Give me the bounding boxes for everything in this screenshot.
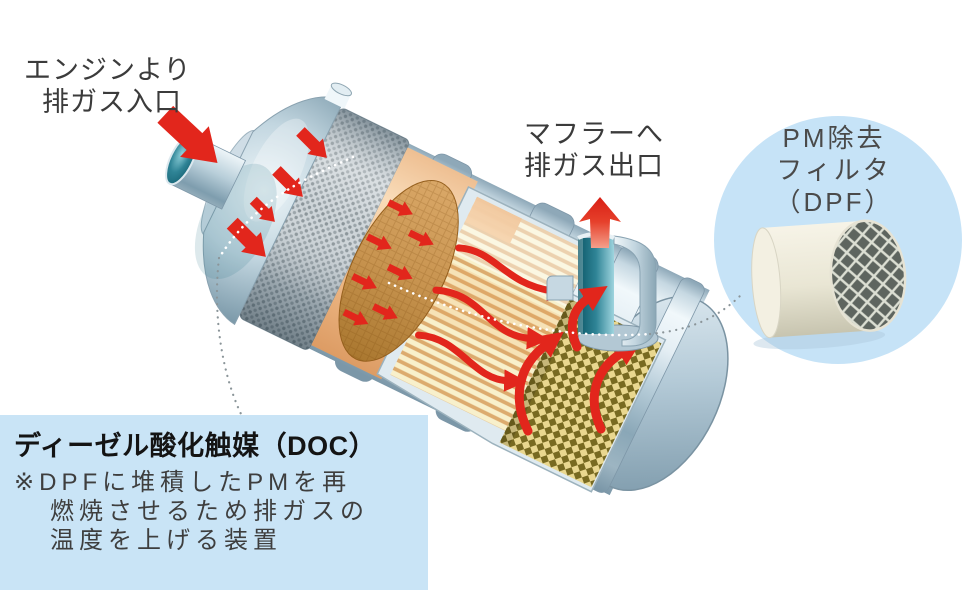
- dpf-cylinder: [751, 219, 907, 350]
- doc-note-line2: 燃焼させるため排ガスの: [50, 498, 369, 525]
- doc-note-line1: ※DPFに堆積したPMを再: [14, 469, 352, 496]
- engine-inlet-line1: エンジンより: [24, 55, 192, 85]
- leader-doc-to-box: [215, 256, 243, 416]
- pm-filter-bubble-label: PM除去 フィルタ （DPF）: [728, 122, 940, 218]
- leader-doc-on-device: [217, 155, 355, 260]
- pm-filter-line3: （DPF）: [774, 187, 894, 217]
- pm-filter-bubble: [714, 116, 962, 364]
- doc-callout-box: ディーゼル酸化触媒（DOC） ※DPFに堆積したPMを再 燃焼させるため排ガスの…: [0, 415, 428, 590]
- muffler-outlet-label: マフラーへ 排ガス出口: [524, 118, 664, 182]
- muffler-outlet-line2: 排ガス出口: [524, 151, 664, 181]
- doc-box-title: ディーゼル酸化触媒（DOC）: [14, 431, 377, 461]
- converter-assembly: [165, 82, 729, 496]
- flow-arrows-channels: [415, 244, 571, 392]
- outlet-entry-arrow: [567, 285, 608, 352]
- leader-lines: [215, 155, 742, 416]
- muffler-outlet-line1: マフラーへ: [524, 119, 664, 149]
- doc-note-line3: 温度を上げる装置: [50, 527, 282, 554]
- engine-inlet-line2: 排ガス入口: [42, 87, 182, 117]
- top-bolt: [324, 82, 352, 109]
- engine-inlet-label: エンジンより 排ガス入口: [24, 54, 191, 118]
- filter-channels: [390, 196, 593, 431]
- outlet-arrow: [579, 197, 621, 248]
- pm-filter-line1: PM除去: [782, 123, 886, 153]
- leader-dpf-on-device: [387, 281, 652, 337]
- leader-dpf-to-bubble: [648, 294, 742, 336]
- dpf-lattice-face: [829, 219, 907, 332]
- pm-filter-line2: フィルタ: [776, 155, 892, 185]
- dpf-up-arrows: [514, 331, 642, 436]
